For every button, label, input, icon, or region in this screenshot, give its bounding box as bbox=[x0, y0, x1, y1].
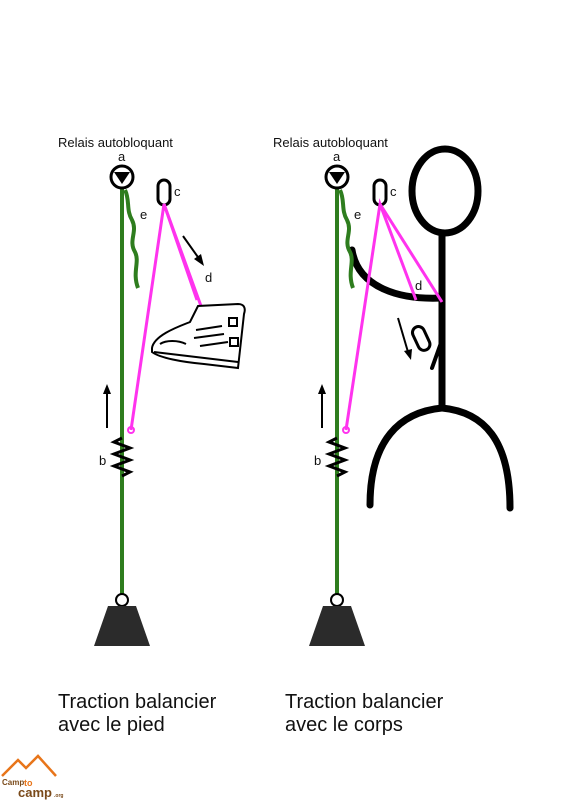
label-b: b bbox=[99, 453, 106, 468]
panel-foot-haul: Relais autobloquant a c e d bbox=[58, 135, 246, 736]
rope-tail-e bbox=[338, 189, 355, 289]
label-e: e bbox=[354, 207, 361, 222]
pull-direction-arrow-icon bbox=[182, 235, 204, 266]
label-d: d bbox=[415, 278, 422, 293]
caption-line2: avec le pied bbox=[58, 714, 165, 736]
logo-text-4: .org bbox=[54, 793, 63, 799]
logo-text-1: Camp bbox=[2, 778, 24, 787]
logo-text-2: to bbox=[24, 778, 33, 788]
climber-figure-icon bbox=[348, 145, 514, 512]
haul-cord bbox=[344, 198, 418, 431]
prusik-knot-b bbox=[109, 436, 135, 478]
label-e: e bbox=[140, 207, 147, 222]
up-arrow-icon bbox=[318, 384, 326, 428]
rope-tail-e bbox=[123, 189, 140, 289]
caption-line1: Traction balancier bbox=[285, 691, 444, 713]
logo-text-3: camp bbox=[18, 785, 52, 800]
carabiner-c bbox=[156, 178, 172, 207]
panel-title: Relais autobloquant bbox=[58, 135, 173, 150]
haul-cord-body bbox=[378, 203, 444, 303]
caption-line1: Traction balancier bbox=[58, 691, 217, 713]
caption-line2: avec le corps bbox=[285, 714, 403, 736]
cord-attach bbox=[127, 426, 135, 434]
prusik-knot-b bbox=[324, 436, 350, 478]
panel-body-haul: Relais autobloquant a c e bbox=[273, 135, 514, 736]
load-weight-icon bbox=[94, 593, 150, 646]
camptocamp-logo: Camp to camp .org bbox=[1, 754, 63, 800]
anchor-pulley-icon bbox=[109, 164, 135, 190]
boot-icon bbox=[151, 302, 246, 370]
pull-direction-arrow-icon bbox=[397, 317, 412, 360]
load-weight-icon bbox=[309, 593, 365, 646]
panel-title: Relais autobloquant bbox=[273, 135, 388, 150]
label-b: b bbox=[314, 453, 321, 468]
up-arrow-icon bbox=[103, 384, 111, 428]
anchor-pulley-icon bbox=[324, 164, 350, 190]
haul-cord bbox=[129, 203, 199, 431]
harness-carabiner bbox=[410, 325, 432, 352]
label-a: a bbox=[118, 149, 126, 164]
label-c: c bbox=[390, 184, 397, 199]
label-c: c bbox=[174, 184, 181, 199]
label-d: d bbox=[205, 270, 212, 285]
label-a: a bbox=[333, 149, 341, 164]
cord-attach bbox=[342, 426, 350, 434]
